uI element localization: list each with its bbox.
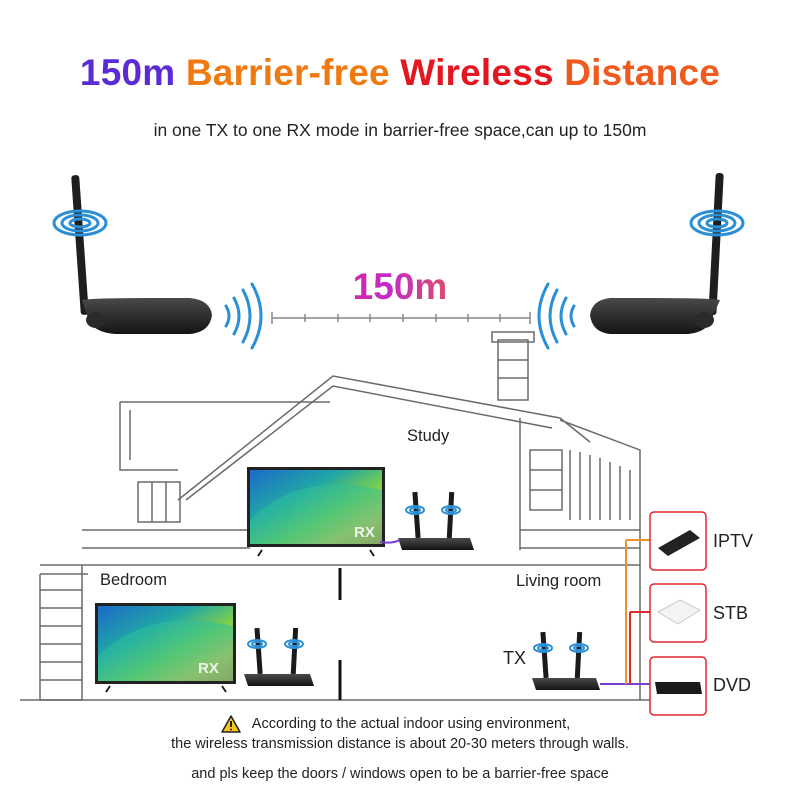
tx-router bbox=[532, 631, 600, 690]
house-drawing bbox=[20, 331, 660, 701]
device-label-dvd: DVD bbox=[713, 675, 752, 695]
headline: 150m Barrier-free Wireless Distance bbox=[0, 52, 800, 94]
distance-label: 150m bbox=[300, 266, 500, 308]
device-label-iptv: IPTV bbox=[713, 531, 754, 551]
footnote-line-1: According to the actual indoor using env… bbox=[251, 716, 571, 732]
footnote: According to the actual indoor using env… bbox=[0, 714, 800, 784]
bedroom-tv bbox=[95, 603, 236, 693]
right-wifi-signal-icon bbox=[537, 282, 576, 350]
bedroom-router-wifi-icon bbox=[247, 639, 304, 649]
study-cable bbox=[379, 539, 401, 544]
room-label-study: Study bbox=[407, 427, 450, 445]
footnote-line-3: and pls keep the doors / windows open to… bbox=[191, 766, 609, 782]
right-antenna-wifi-icon bbox=[689, 209, 745, 237]
bedroom-tv-rx-label: RX bbox=[198, 660, 219, 677]
device-label-stb: STB bbox=[713, 603, 749, 623]
left-transmitter bbox=[71, 175, 212, 334]
source-cables bbox=[600, 539, 650, 685]
headline-part-2: Barrier-free bbox=[185, 52, 390, 93]
study-tv-rx-label: RX bbox=[354, 524, 375, 541]
bedroom-router bbox=[244, 627, 314, 686]
left-antenna-wifi-icon bbox=[52, 209, 108, 237]
room-label-living-room: Living room bbox=[516, 572, 602, 590]
antenna-icon bbox=[71, 175, 89, 315]
headline-part-3: Wireless bbox=[400, 52, 554, 93]
headline-part-4: Distance bbox=[564, 52, 721, 93]
left-wifi-signal-icon bbox=[224, 282, 263, 350]
study-router-wifi-icon bbox=[405, 505, 461, 515]
antenna-icon bbox=[708, 173, 724, 315]
study-tv bbox=[247, 467, 385, 557]
right-transmitter bbox=[590, 173, 724, 334]
tx-label: TX bbox=[503, 648, 527, 668]
source-device-boxes bbox=[649, 511, 707, 716]
warning-icon bbox=[221, 715, 241, 733]
distance-ruler bbox=[271, 312, 531, 324]
study-router bbox=[398, 491, 474, 550]
tx-router-wifi-icon bbox=[533, 643, 589, 653]
footnote-line-2: the wireless transmission distance is ab… bbox=[171, 736, 629, 752]
subtitle: in one TX to one RX mode in barrier-free… bbox=[153, 120, 647, 140]
headline-part-1: 150m bbox=[79, 52, 176, 93]
room-label-bedroom: Bedroom bbox=[100, 571, 167, 589]
